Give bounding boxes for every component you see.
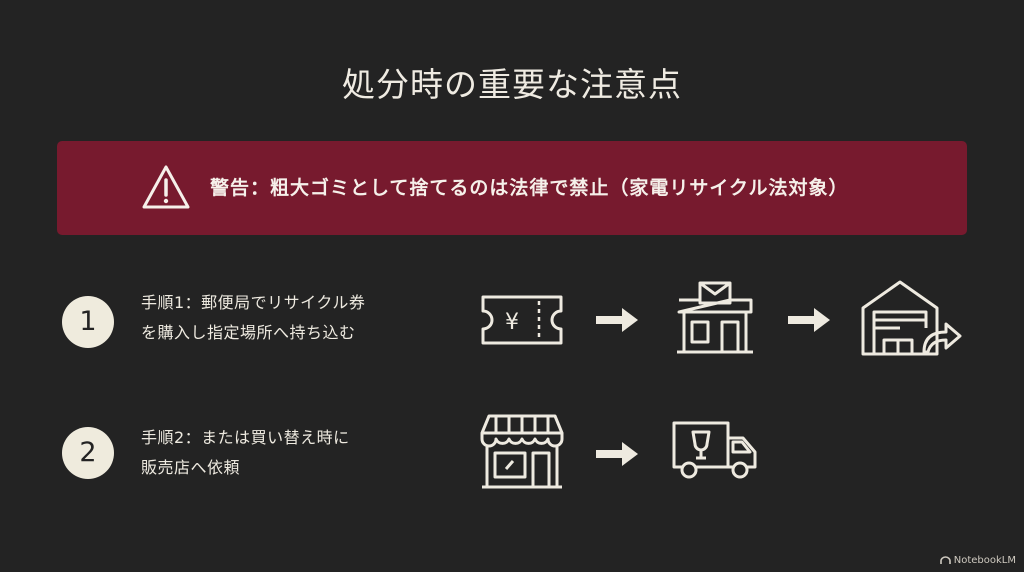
- step-2-line2: 販売店へ依頼: [141, 458, 241, 477]
- step-1-line2: を購入し指定場所へ持ち込む: [141, 323, 356, 342]
- page-title: 処分時の重要な注意点: [342, 65, 682, 104]
- arrow-right-icon: [596, 442, 638, 466]
- ticket-yen-icon: ¥: [481, 295, 563, 345]
- step-1-badge: 1: [62, 296, 114, 348]
- warning-text: 警告：粗大ゴミとして捨てるのは法律で禁止（家電リサイクル法対象）: [210, 177, 849, 199]
- svg-text:¥: ¥: [505, 310, 519, 335]
- footer-brand: NotebookLM: [939, 555, 1016, 566]
- step-2-badge: 2: [62, 427, 114, 479]
- step-1-line1: 手順1：郵便局でリサイクル券: [141, 293, 366, 312]
- footer-brand-text: NotebookLM: [953, 555, 1016, 566]
- post-office-icon: [677, 281, 753, 354]
- step-2-text: 手順2：または買い替え時に 販売店へ依頼: [141, 423, 350, 483]
- warehouse-delivery-icon: [861, 280, 962, 356]
- arrow-right-icon: [788, 308, 830, 332]
- notebooklm-logo-icon: [939, 556, 951, 564]
- warning-banner: 警告：粗大ゴミとして捨てるのは法律で禁止（家電リサイクル法対象）: [57, 141, 967, 235]
- step-2-line1: 手順2：または買い替え時に: [141, 428, 350, 447]
- warning-triangle-icon: [142, 165, 190, 209]
- arrow-right-icon: [596, 308, 638, 332]
- delivery-truck-icon: [672, 421, 757, 479]
- step-1-text: 手順1：郵便局でリサイクル券 を購入し指定場所へ持ち込む: [141, 288, 365, 348]
- storefront-icon: [480, 414, 564, 489]
